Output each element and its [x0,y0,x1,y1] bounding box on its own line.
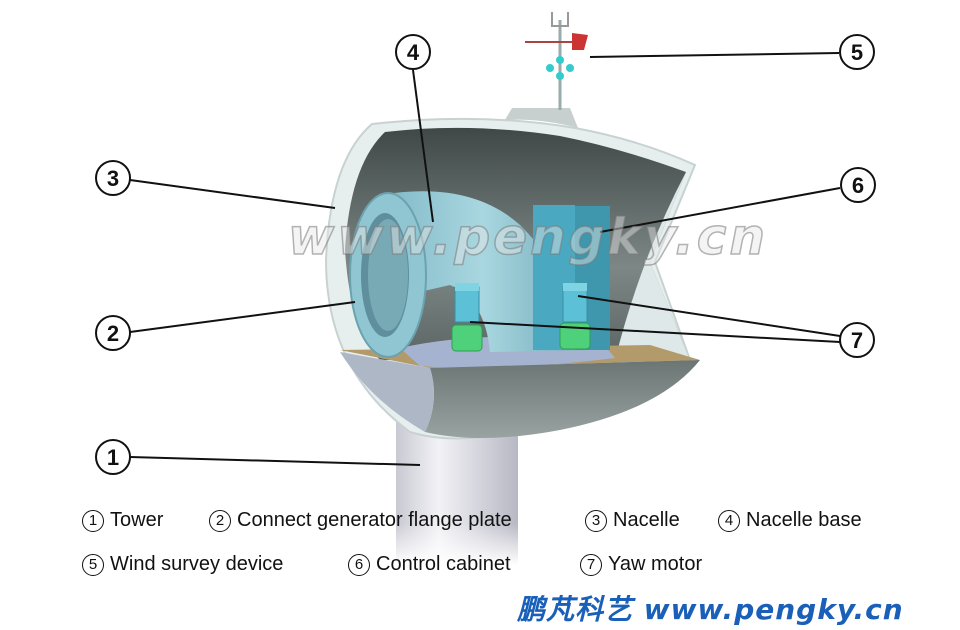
yaw-motor-left [451,283,483,352]
watermark: www.pengky.cn [287,207,768,267]
yaw-motor-right [559,283,591,350]
callout-5: 5 [839,34,875,70]
callout-2: 2 [95,315,131,351]
wind-survey-device [525,12,588,110]
callout-4: 4 [395,34,431,70]
callout-1: 1 [95,439,131,475]
callout-6: 6 [840,167,876,203]
brand-logo-text: 鹏芃科艺 www.pengky.cn [517,593,904,626]
svg-text:7: 7 [851,328,863,353]
callout-7: 7 [839,322,875,358]
callout-3: 3 [95,160,131,196]
svg-text:5: 5 [851,40,863,65]
svg-text:4: 4 [407,40,420,65]
leader-lines [129,52,841,466]
svg-text:3: 3 [107,166,119,191]
svg-text:1: 1 [107,445,119,470]
svg-text:6: 6 [852,173,864,198]
svg-text:2: 2 [107,321,119,346]
